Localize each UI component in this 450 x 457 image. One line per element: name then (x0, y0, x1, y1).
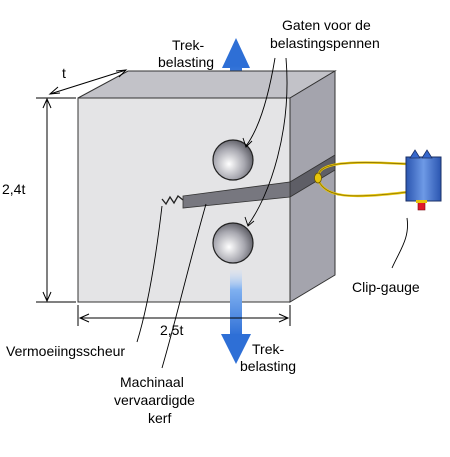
leader-lines (136, 57, 408, 369)
pin-hole-lower (212, 222, 254, 264)
leader-notch (161, 203, 207, 369)
clip-gauge-body (405, 156, 442, 202)
label-height: 2,4t (2, 181, 25, 197)
machined-notch (161, 154, 336, 209)
label-width: 2,5t (160, 322, 183, 338)
dimension-height (36, 97, 76, 303)
label-clip-gauge: Clip-gauge (352, 279, 420, 295)
leader-clip-gauge (391, 217, 408, 269)
leader-holes-lower (247, 57, 288, 226)
label-load-bottom-line2: belasting (240, 358, 296, 374)
label-load-bottom-line1: Trek- (252, 341, 284, 357)
label-load-top-line1: Trek- (172, 37, 204, 53)
dimension-width (77, 305, 291, 326)
label-notch-line1: Machinaal (120, 374, 184, 390)
leader-fatigue-crack (136, 205, 163, 343)
label-notch-line3: kerf (148, 410, 171, 426)
label-thickness: t (62, 65, 66, 81)
pin-hole-upper (212, 139, 254, 181)
tensile-load-arrow-bottom (221, 270, 251, 364)
dimension-thickness (48, 69, 128, 95)
label-load-top-line2: belasting (158, 54, 214, 70)
label-holes-line2: belastingspennen (270, 35, 380, 51)
label-holes-line1: Gaten voor de (282, 17, 371, 33)
leader-holes-upper (245, 57, 276, 147)
label-fatigue-crack: Vermoeiingsscheur (6, 343, 125, 359)
label-notch-line2: vervaardigde (114, 392, 195, 408)
fatigue-crack-mark (161, 195, 184, 206)
clip-gauge (314, 149, 442, 211)
